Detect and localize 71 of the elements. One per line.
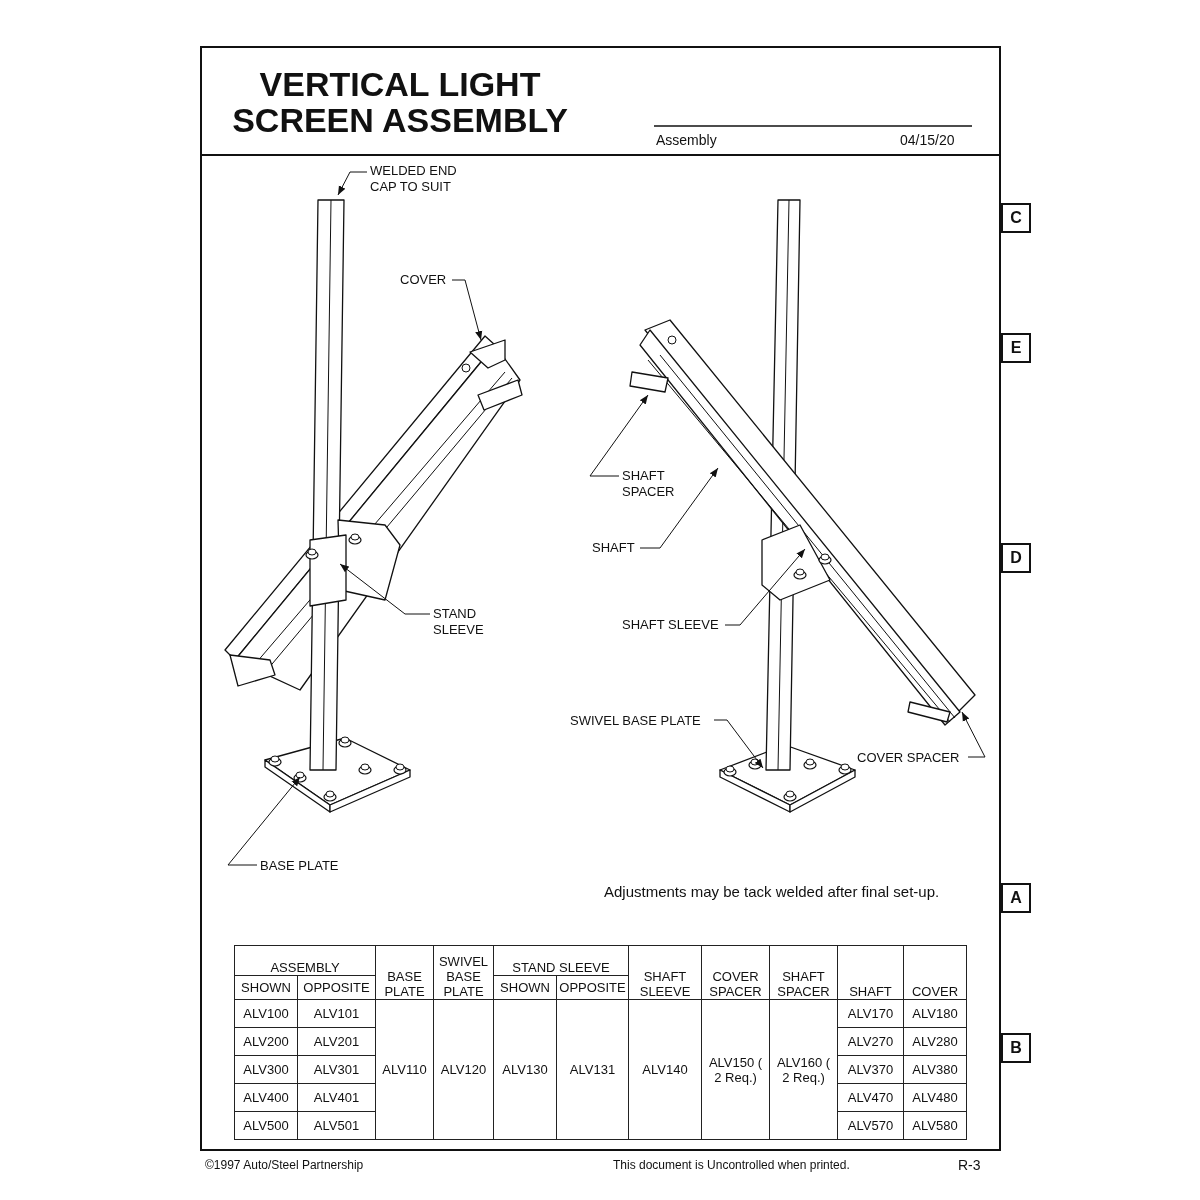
table-cell-text: ASSEMBLY xyxy=(270,960,340,975)
date: 04/15/20 xyxy=(900,132,955,148)
table-cell-text: ALV160 ( 2 Req.) xyxy=(775,1054,832,1085)
leader-line xyxy=(961,711,986,758)
table-cell-text: ALV180 xyxy=(912,1006,958,1021)
table-cell-text: ALV280 xyxy=(912,1034,958,1049)
copyright: ©1997 Auto/Steel Partnership xyxy=(205,1158,364,1172)
section-tab: A xyxy=(1001,883,1031,913)
disclaimer: This document is Uncontrolled when printed. xyxy=(613,1158,850,1172)
part-label: COVER SPACER xyxy=(857,750,972,766)
table-cell-text: ALV130 xyxy=(501,1062,549,1077)
part-label: COVER xyxy=(400,272,460,288)
table-cell-text: ALV131 xyxy=(568,1062,617,1077)
table-cell-text: SHAFT SPACER xyxy=(776,969,831,999)
part-label: WELDED END CAP TO SUIT xyxy=(370,163,480,195)
leader-line xyxy=(451,279,483,341)
table-cell-text: ALV500 xyxy=(243,1118,289,1133)
section-tab: B xyxy=(1001,1033,1031,1063)
table-cell-text: ALV380 xyxy=(912,1062,958,1077)
light-screen-assembly-drawing xyxy=(224,199,523,813)
section-tab: E xyxy=(1001,333,1031,363)
table-cell-text: SHAFT SLEEVE xyxy=(638,969,692,999)
table-cell-text: ALV300 xyxy=(243,1062,289,1077)
part-label: SWIVEL BASE PLATE xyxy=(570,713,715,729)
table-cell-text: ALV101 xyxy=(313,1006,360,1021)
leader-line xyxy=(227,776,301,866)
part-label: SHAFT SPACER xyxy=(622,468,692,500)
table-cell-text: BASE PLATE xyxy=(383,969,426,999)
table-cell-text: ALV401 xyxy=(313,1090,360,1105)
part-label: BASE PLATE xyxy=(260,858,360,874)
section-tab: C xyxy=(1001,203,1031,233)
part-label: SHAFT SLEEVE xyxy=(622,617,727,633)
table-cell-text: ALV370 xyxy=(847,1062,894,1077)
part-label: STAND SLEEVE xyxy=(433,606,503,638)
table-cell-text: ALV201 xyxy=(313,1034,360,1049)
leader-line xyxy=(339,563,431,615)
table-cell-text: COVER SPACER xyxy=(708,969,763,999)
table-cell-text: ALV400 xyxy=(243,1090,289,1105)
table-cell-text: COVER xyxy=(911,984,959,999)
table-cell-text: SWIVEL BASE PLATE xyxy=(437,954,490,999)
table-cell-text: OPPOSITE xyxy=(303,980,370,995)
section-tab: D xyxy=(1001,543,1031,573)
table-cell-text: ALV270 xyxy=(847,1034,894,1049)
table-cell-text: ALV570 xyxy=(847,1118,894,1133)
table-cell-text: SHAFT xyxy=(849,984,892,999)
table-cell-text: ALV120 xyxy=(439,1062,488,1077)
table-cell-text: ALV110 xyxy=(381,1062,428,1077)
table-cell-text: OPPOSITE xyxy=(559,980,626,995)
table-cell-text: ALV501 xyxy=(313,1118,360,1133)
table-cell-text: ALV480 xyxy=(912,1090,958,1105)
table-cell-text: ALV301 xyxy=(313,1062,360,1077)
leader-line xyxy=(337,171,368,196)
table-cell-text: SHOWN xyxy=(241,980,291,995)
table-cell-text: ALV200 xyxy=(243,1034,289,1049)
table-cell-text: ALV580 xyxy=(912,1118,958,1133)
table-cell-text: ALV100 xyxy=(243,1006,289,1021)
header-caption: Assembly xyxy=(656,132,717,148)
table-cell-text: ALV150 ( 2 Req.) xyxy=(707,1054,764,1085)
leader-line xyxy=(713,719,764,769)
table-cell-text: ALV140 xyxy=(641,1062,689,1077)
leader-line xyxy=(639,467,719,549)
note: Adjustments may be tack welded after final set-up. xyxy=(604,883,940,900)
table-cell-text: ALV470 xyxy=(847,1090,894,1105)
part-label: SHAFT xyxy=(592,540,642,556)
table-cell-text: SHOWN xyxy=(500,980,550,995)
title: VERTICAL LIGHT SCREEN ASSEMBLY xyxy=(231,66,569,138)
table-cell-text: ALV170 xyxy=(847,1006,894,1021)
leader-line xyxy=(724,548,806,626)
page-number: R-3 xyxy=(958,1157,981,1173)
table-cell-text: STAND SLEEVE xyxy=(512,960,610,975)
leader-line xyxy=(589,394,649,477)
